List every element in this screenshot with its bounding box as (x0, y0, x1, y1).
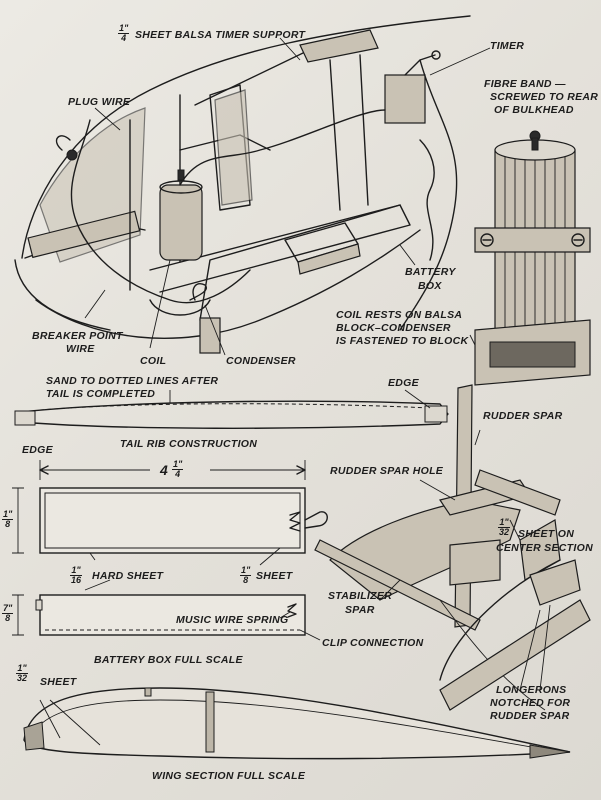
fraction-denominator: 8 (5, 613, 11, 623)
clip-connection-label: CLIP CONNECTION (322, 637, 424, 649)
fraction-numerator: 1" (70, 565, 83, 576)
box-height-fraction: 1" 8 (2, 509, 14, 529)
fraction-numerator: 7" (2, 603, 14, 614)
coil-rests-label-1: COIL RESTS ON BALSA (336, 309, 463, 321)
coil-label: COIL (140, 355, 167, 367)
box-width-fraction: 1" 4 (172, 459, 184, 479)
fibre-band-label-3: OF BULKHEAD (494, 104, 574, 116)
wing-section-caption: WING SECTION FULL SCALE (152, 770, 306, 782)
box-width-whole: 4 (160, 462, 169, 478)
fraction-denominator: 4 (121, 33, 127, 43)
rudder-spar-hole-label: RUDDER SPAR HOLE (330, 465, 444, 477)
battery-box-caption: BATTERY BOX FULL SCALE (94, 654, 243, 666)
fraction-numerator: 1" (240, 565, 252, 576)
coil-rests-label-2: BLOCK–CONDENSER (336, 322, 451, 334)
fraction-denominator: 8 (5, 519, 11, 529)
hard-sheet-label: HARD SHEET (92, 570, 164, 582)
fraction-numerator: 1" (172, 459, 184, 470)
stabilizer-spar-label-2: SPAR (345, 604, 375, 616)
fraction-denominator: 8 (243, 575, 249, 585)
longerons-label-3: RUDDER SPAR (490, 710, 570, 722)
coil-rests-label-3: IS FASTENED TO BLOCK (336, 335, 469, 347)
fraction-denominator: 32 (17, 673, 28, 683)
fraction-numerator: 1" (498, 517, 511, 528)
battery-box-drawing (12, 460, 328, 641)
battery-label-1: BATTERY (405, 266, 456, 278)
sand-label-1: SAND TO DOTTED LINES AFTER (46, 375, 219, 387)
fraction-numerator: 1" (2, 509, 14, 520)
fraction-numerator: 1" (16, 663, 29, 674)
music-wire-label: MUSIC WIRE SPRING (176, 614, 289, 626)
tail-rib-caption: TAIL RIB CONSTRUCTION (120, 438, 258, 450)
plug-wire-label: PLUG WIRE (68, 96, 131, 108)
longerons-label-1: LONGERONS (496, 684, 567, 696)
stabilizer-spar-label-1: STABILIZER (328, 590, 393, 602)
edge-right-label: EDGE (388, 377, 419, 389)
sheet-on-label-2: CENTER SECTION (496, 542, 593, 554)
coil-bulkhead-drawing (474, 130, 591, 386)
battery-label-2: BOX (418, 280, 442, 292)
side-height-fraction: 7" 8 (2, 603, 14, 623)
longerons-label-2: NOTCHED FOR (490, 697, 571, 709)
timer-label: TIMER (490, 40, 525, 52)
sheet-on-label-1: SHEET ON (518, 528, 575, 540)
wing-sheet-label: SHEET (40, 676, 77, 688)
fibre-band-label-1: FIBRE BAND — (484, 78, 566, 90)
fraction-denominator: 4 (175, 469, 181, 479)
rudder-spar-label: RUDDER SPAR (483, 410, 563, 422)
timer-support-fraction: 1" 4 (118, 23, 130, 43)
wing-sheet-fraction: 1" 32 (16, 663, 29, 683)
fuselage-drawing (14, 15, 471, 354)
rudder-assembly-drawing (314, 384, 591, 711)
breaker-point-label-1: BREAKER POINT (32, 330, 123, 342)
center-sheet-fraction: 1" 32 (498, 517, 511, 537)
wing-section-drawing (23, 687, 571, 760)
side-sheet-fraction: 1" 8 (240, 565, 252, 585)
fibre-band-label-2: SCREWED TO REAR (490, 91, 599, 103)
hard-sheet-fraction: 1" 16 (70, 565, 83, 585)
timer-support-label: SHEET BALSA TIMER SUPPORT (135, 29, 306, 41)
leader-lines-top (84, 37, 491, 356)
tail-rib-drawing (14, 389, 449, 429)
side-sheet-label: SHEET (256, 570, 293, 582)
fraction-numerator: 1" (118, 23, 130, 34)
breaker-point-label-2: WIRE (66, 343, 95, 355)
sand-label-2: TAIL IS COMPLETED (46, 388, 156, 400)
fraction-denominator: 16 (71, 575, 82, 585)
edge-left-label: EDGE (22, 444, 53, 456)
fraction-denominator: 32 (499, 527, 510, 537)
condenser-label: CONDENSER (226, 355, 296, 367)
